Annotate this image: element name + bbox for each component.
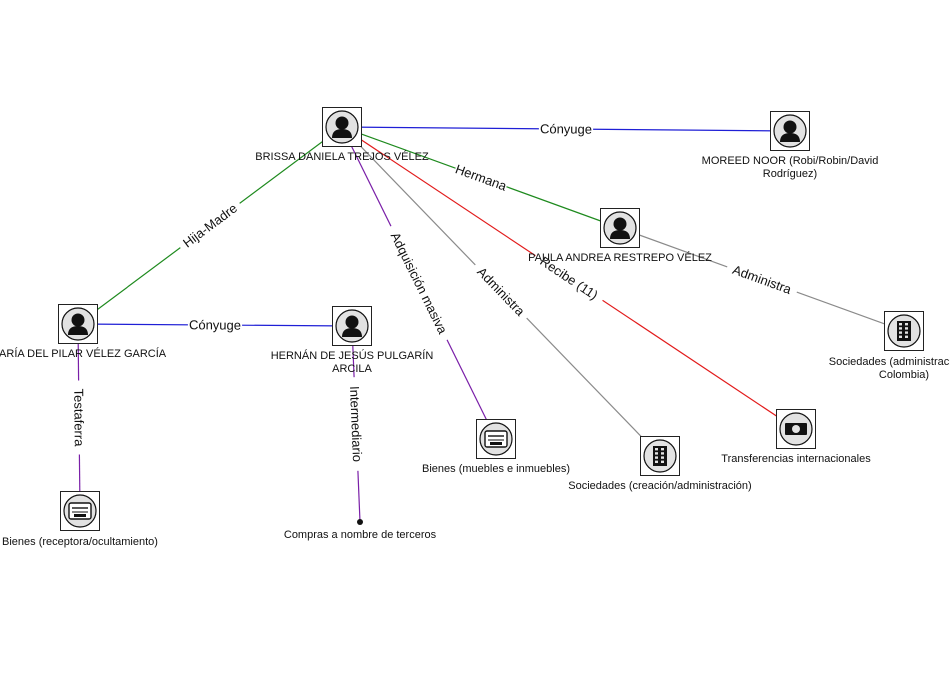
dot-icon <box>357 519 363 525</box>
edge-label-bg <box>175 196 245 255</box>
property-icon <box>60 491 100 531</box>
node-compras[interactable]: Compras a nombre de terceros <box>284 519 437 541</box>
node-label: Transferencias internacionales <box>721 453 871 465</box>
node-brissa[interactable]: BRISSA DANIELA TREJOS VÉLEZ <box>255 107 429 164</box>
edge-maria-bienes_rec: Testaferra <box>70 323 88 512</box>
edge-label: Intermediario <box>347 386 365 462</box>
building-icon <box>884 311 924 351</box>
edge-label-group: Testaferra <box>70 380 88 455</box>
female-person-icon <box>58 304 98 344</box>
female-person-icon <box>600 208 640 248</box>
edge-label: Cónyuge <box>189 317 241 332</box>
edge-label-bg <box>383 222 455 344</box>
property-icon <box>476 419 516 459</box>
node-bienes_mi[interactable]: Bienes (muebles e inmuebles) <box>422 419 570 476</box>
node-label: MOREED NOOR (Robi/Robin/David <box>702 155 879 167</box>
node-label: MARÍA DEL PILAR VÉLEZ GARCÍA <box>0 347 167 360</box>
edge-label: Cónyuge <box>540 121 592 136</box>
edge-label: Hija-Madre <box>180 200 240 250</box>
node-label: Colombia) <box>879 369 929 381</box>
node-label: Sociedades (administración en <box>829 356 950 368</box>
node-label: Rodríguez) <box>763 168 817 180</box>
edge-label-group: Adquisición masiva <box>383 222 455 344</box>
node-label: ARCILA <box>332 363 372 375</box>
node-label: Bienes (receptora/ocultamiento) <box>2 536 158 548</box>
edge-label: Hermana <box>453 161 509 194</box>
edge-label-group: Hija-Madre <box>175 196 245 255</box>
edge-maria-hernan: Cónyuge <box>77 316 353 334</box>
node-soc_crea[interactable]: Sociedades (creación/administración) <box>568 436 752 493</box>
node-label: BRISSA DANIELA TREJOS VÉLEZ <box>255 150 429 163</box>
node-label: PAULA ANDREA RESTREPO VÉLEZ <box>528 251 712 264</box>
edge-label-bg <box>346 376 366 472</box>
node-label: Compras a nombre de terceros <box>284 529 437 541</box>
edge-label-group: Intermediario <box>346 376 366 472</box>
edge-label-bg <box>531 249 607 307</box>
node-label: Bienes (muebles e inmuebles) <box>422 463 570 475</box>
node-soc_col[interactable]: Sociedades (administración enColombia) <box>829 311 950 382</box>
edge-label-bg <box>452 160 510 195</box>
node-transfer[interactable]: Transferencias internacionales <box>721 409 871 466</box>
edge-label: Adquisición masiva <box>388 230 451 337</box>
edge-label-group: Administra <box>724 259 800 300</box>
edge-label-group: Cónyuge <box>538 120 594 138</box>
node-label: Sociedades (creación/administración) <box>568 480 751 492</box>
edge-label-bg <box>538 120 594 138</box>
edge-label-group: Administra <box>469 259 533 324</box>
node-maria[interactable]: MARÍA DEL PILAR VÉLEZ GARCÍA <box>0 304 167 361</box>
edge-brissa-paula: Hermana <box>341 126 621 229</box>
edge-label-bg <box>70 380 88 455</box>
female-person-icon <box>322 107 362 147</box>
node-label: HERNÁN DE JESÚS PULGARÍN <box>271 349 434 362</box>
edge-label: Administra <box>474 264 528 319</box>
nodes-layer: BRISSA DANIELA TREJOS VÉLEZ MOREED NOOR (… <box>0 107 950 549</box>
node-paula[interactable]: PAULA ANDREA RESTREPO VÉLEZ <box>528 208 712 265</box>
node-bienes_rec[interactable]: Bienes (receptora/ocultamiento) <box>2 491 158 549</box>
edge-label-bg <box>469 259 533 324</box>
building-icon <box>640 436 680 476</box>
edge-hernan-compras: Intermediario <box>346 325 366 523</box>
edge-label-bg <box>187 316 243 334</box>
edge-label: Testaferra <box>71 389 87 448</box>
edge-paula-soc_col: Administra <box>619 227 905 332</box>
edge-brissa-moreed: Cónyuge <box>341 120 791 138</box>
edge-label-group: Hermana <box>452 160 510 195</box>
male-person-icon <box>332 306 372 346</box>
edge-label-group: Cónyuge <box>187 316 243 334</box>
edge-label-bg <box>724 259 800 300</box>
money-bill-icon <box>776 409 816 449</box>
male-person-icon <box>770 111 810 151</box>
